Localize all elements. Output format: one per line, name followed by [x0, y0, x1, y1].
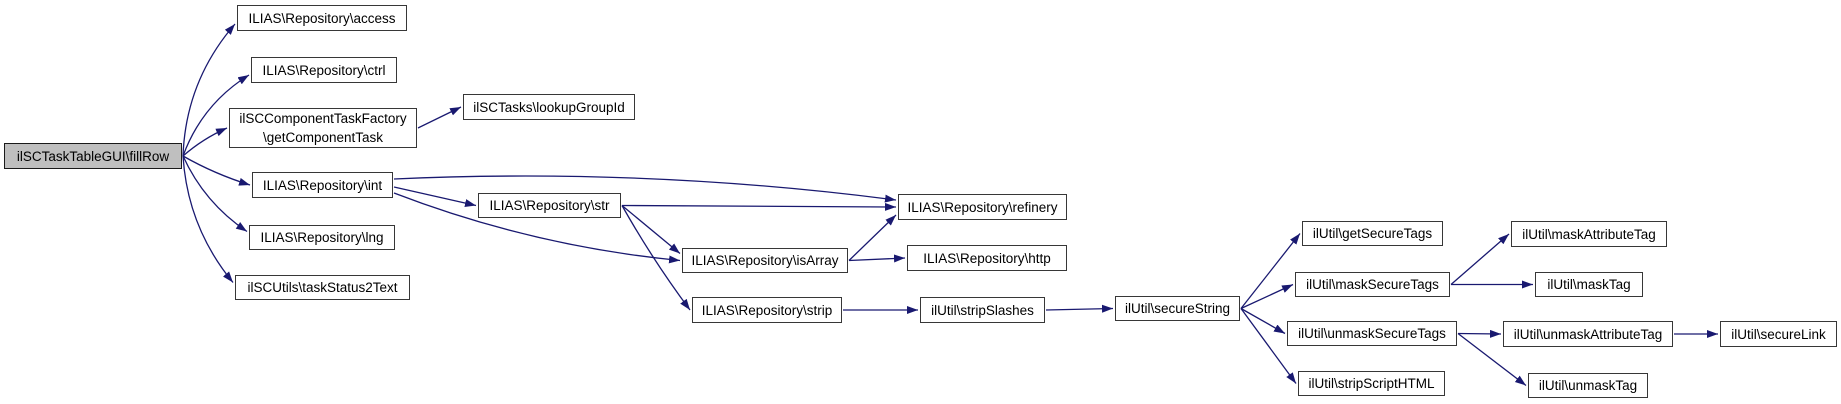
edge-fillRow-taskStatus2Text	[182, 155, 234, 283]
edge-fillRow-int	[182, 155, 251, 186]
edge-str-strip	[621, 205, 691, 311]
node-label: ilUtil\maskAttributeTag	[1522, 226, 1656, 242]
edge-secureString-getSecureTags	[1240, 233, 1301, 309]
node-label: ilUtil\getSecureTags	[1312, 226, 1433, 241]
node-label: ilSCTaskTableGUI\fillRow	[16, 148, 170, 164]
node-isArray[interactable]: ILIAS\Repository\isArray	[682, 248, 848, 273]
edge-unmaskSecureTags-unmaskAttributeTag	[1457, 329, 1502, 338]
node-label: ilUtil\maskTag	[1547, 277, 1631, 292]
edge-fillRow-lng	[182, 155, 248, 233]
edge-int-refinery	[393, 175, 897, 203]
node-maskAttributeTag[interactable]: ilUtil\maskAttributeTag	[1511, 221, 1667, 247]
node-label: ilSCUtils\taskStatus2Text	[247, 280, 398, 295]
node-label: ILIAS\Repository\str	[489, 198, 610, 213]
node-maskSecureTags[interactable]: ilUtil\maskSecureTags	[1295, 272, 1450, 297]
node-unmaskTag[interactable]: ilUtil\unmaskTag	[1528, 373, 1648, 398]
node-label: ilSCTasks\lookupGroupId	[473, 99, 625, 115]
node-stripScriptHTML[interactable]: ilUtil\stripScriptHTML	[1298, 371, 1445, 396]
node-secureString[interactable]: ilUtil\secureString	[1115, 296, 1240, 321]
node-label: ILIAS\Repository\strip	[701, 302, 833, 318]
node-label: ilUtil\unmaskAttributeTag	[1513, 326, 1663, 342]
node-label: ilUtil\stripSlashes	[931, 302, 1034, 318]
edge-fillRow-access	[182, 23, 236, 157]
node-http[interactable]: ILIAS\Repository\http	[907, 245, 1067, 271]
node-label: ILIAS\Repository\http	[923, 250, 1051, 266]
node-unmaskSecureTags[interactable]: ilUtil\unmaskSecureTags	[1287, 321, 1457, 346]
node-fillRow[interactable]: ilSCTaskTableGUI\fillRow	[4, 143, 182, 169]
node-stripSlashes[interactable]: ilUtil\stripSlashes	[920, 297, 1045, 323]
edge-isArray-http	[848, 254, 906, 263]
node-label: ILIAS\Repository\int	[262, 177, 383, 193]
node-label: ilUtil\unmaskTag	[1538, 378, 1638, 393]
edge-secureString-unmaskSecureTags	[1240, 307, 1286, 335]
edge-isArray-refinery	[848, 214, 897, 261]
node-lng[interactable]: ILIAS\Repository\lng	[249, 225, 395, 250]
node-label: ILIAS\Repository\access	[248, 10, 396, 26]
edge-fillRow-getComponentTask	[182, 127, 228, 157]
edge-int-str	[393, 186, 477, 207]
node-label: ILIAS\Repository\isArray	[691, 253, 839, 268]
node-label: ilSCComponentTaskFactory	[239, 111, 407, 126]
edge-secureString-stripScriptHTML	[1240, 308, 1297, 384]
node-refinery[interactable]: ILIAS\Repository\refinery	[898, 194, 1067, 220]
edge-stripSlashes-secureString	[1045, 304, 1114, 313]
node-label: ilUtil\maskSecureTags	[1306, 277, 1439, 292]
node-access[interactable]: ILIAS\Repository\access	[237, 5, 407, 31]
node-int[interactable]: ILIAS\Repository\int	[252, 172, 393, 198]
node-secureLink[interactable]: ilUtil\secureLink	[1720, 321, 1837, 347]
edge-getComponentTask-lookupGroupId	[417, 106, 462, 129]
node-str[interactable]: ILIAS\Repository\str	[478, 193, 621, 218]
node-maskTag[interactable]: ilUtil\maskTag	[1535, 272, 1643, 297]
node-label: ILIAS\Repository\refinery	[907, 199, 1058, 215]
node-unmaskAttributeTag[interactable]: ilUtil\unmaskAttributeTag	[1503, 321, 1673, 347]
node-getSecureTags[interactable]: ilUtil\getSecureTags	[1302, 221, 1443, 246]
edge-str-isArray	[621, 204, 681, 255]
edge-maskSecureTags-maskAttributeTag	[1450, 233, 1510, 285]
node-taskStatus2Text[interactable]: ilSCUtils\taskStatus2Text	[235, 275, 410, 300]
node-label: ilUtil\secureString	[1124, 301, 1231, 316]
edge-secureString-maskSecureTags	[1240, 283, 1294, 310]
node-lookupGroupId[interactable]: ilSCTasks\lookupGroupId	[463, 94, 635, 120]
node-label: ilUtil\stripScriptHTML	[1308, 376, 1435, 391]
node-label: ILIAS\Repository\ctrl	[262, 62, 386, 78]
node-getComponentTask[interactable]: ilSCComponentTaskFactory \getComponentTas…	[229, 108, 417, 148]
node-strip[interactable]: ILIAS\Repository\strip	[692, 297, 842, 323]
node-label: \getComponentTask	[262, 130, 384, 145]
node-label: ilUtil\secureLink	[1731, 326, 1826, 342]
node-ctrl[interactable]: ILIAS\Repository\ctrl	[251, 57, 397, 83]
edge-str-refinery	[621, 202, 897, 211]
node-label: ILIAS\Repository\lng	[260, 230, 384, 245]
node-label: ilUtil\unmaskSecureTags	[1298, 326, 1446, 341]
